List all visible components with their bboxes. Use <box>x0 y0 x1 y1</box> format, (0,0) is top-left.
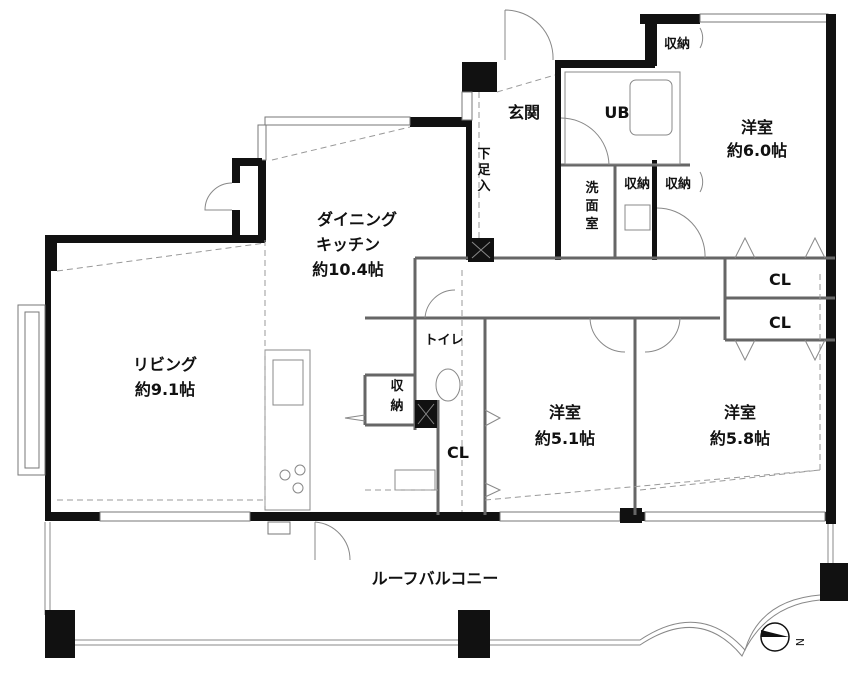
dining-label-1: ダイニング <box>317 210 397 229</box>
shoebox-label-3: 入 <box>477 179 490 194</box>
washroom-label-1: 洗 <box>585 180 598 196</box>
living-size: 約9.1帖 <box>135 380 195 399</box>
entrance-label: 玄関 <box>508 103 540 122</box>
balcony-post <box>458 610 490 658</box>
bedroom-s1-name: 洋室 <box>549 403 581 422</box>
closet-mid-label: CL <box>447 443 469 462</box>
north-label: N <box>793 638 806 646</box>
storage-mid-label-2: 納 <box>390 398 403 414</box>
interior <box>56 9 835 515</box>
closet-2-label: CL <box>769 313 791 332</box>
washroom-label-3: 室 <box>585 216 598 232</box>
dining-size: 約10.4帖 <box>312 260 383 279</box>
bath-label: UB <box>604 103 629 122</box>
bedroom-s1-size: 約5.1帖 <box>535 429 595 448</box>
storage-top-label: 収納 <box>664 36 690 52</box>
storage-mid-label-1: 収 <box>390 379 404 394</box>
balcony <box>44 521 848 658</box>
storage-wash-label: 収納 <box>624 176 650 192</box>
north-arrow-icon: N <box>760 622 806 652</box>
bedroom-s2-name: 洋室 <box>724 403 756 422</box>
washroom-label-2: 面 <box>585 199 598 214</box>
balcony-label: ルーフバルコニー <box>372 569 499 588</box>
balcony-post <box>820 563 848 601</box>
bedroom-ne-name: 洋室 <box>741 118 773 137</box>
bedroom-ne-size: 約6.0帖 <box>727 141 787 160</box>
closet-1-label: CL <box>769 270 791 289</box>
shoebox-label-1: 下 <box>477 147 490 162</box>
shoebox-label-2: 足 <box>477 163 491 178</box>
balcony-post <box>45 610 75 658</box>
storage-bed-label: 収納 <box>665 176 691 192</box>
walls <box>17 13 836 524</box>
bedroom-s2-size: 約5.8帖 <box>710 429 770 448</box>
toilet-label: トイレ <box>424 333 463 348</box>
room-labels: 玄関 UB 洋室 約6.0帖 収納 収納 収納 洗 面 室 下 足 入 ダイニン… <box>133 36 791 588</box>
dining-label-2: キッチン <box>316 235 380 254</box>
living-name: リビング <box>133 355 197 374</box>
